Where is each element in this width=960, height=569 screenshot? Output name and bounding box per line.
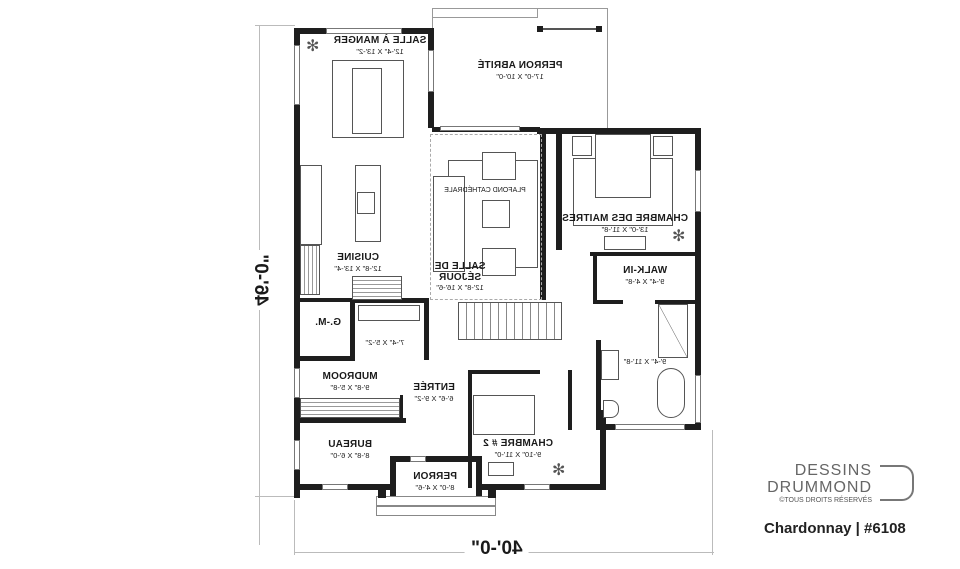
dining-table <box>352 68 382 134</box>
wall-pantry <box>300 356 355 361</box>
toilet <box>603 400 619 418</box>
wall-office-right <box>400 395 403 423</box>
wall-bath-left <box>596 340 601 430</box>
wall-master-left <box>556 134 562 250</box>
model-name: Chardonnay | #6108 <box>764 520 906 537</box>
master-bed <box>595 134 651 198</box>
room-label-laundry: 7'-4" X 5'-2" <box>365 338 405 347</box>
wall-walkin-left <box>593 252 597 300</box>
nightstand <box>572 136 592 156</box>
wall-master-top <box>537 128 701 134</box>
width-dimension-tick-right <box>712 430 713 555</box>
wall-bedroom2-top <box>468 370 540 374</box>
room-label-dining: SALLE À MANGER 12'-4" X 13'-2" <box>333 35 427 56</box>
wall-master-bottom <box>590 252 700 256</box>
window <box>294 45 300 105</box>
sofa <box>433 176 465 272</box>
washer-dryer <box>358 305 420 321</box>
wall-shower <box>655 300 700 304</box>
window <box>428 50 434 92</box>
window <box>294 440 300 470</box>
wall-laundry-left <box>350 298 355 360</box>
wall-walkin-bottom <box>593 300 623 304</box>
bedroom2-bed <box>473 395 535 435</box>
armchair <box>482 248 516 276</box>
room-label-living: SALLE DE SÉJOUR 12'-8" X 16'-6" <box>434 261 486 292</box>
porch-post <box>378 488 386 498</box>
brand-logo: DESSINS DRUMMOND ©TOUS DROITS RÉSERVÉS <box>767 462 872 504</box>
wall-left <box>294 28 300 498</box>
room-label-bath: 9'-4" X 11'-8" <box>623 357 667 366</box>
mudroom-bench <box>300 398 400 418</box>
kitchen-counter <box>300 165 322 245</box>
armchair <box>482 152 516 180</box>
room-label-walkin: WALK-IN 9'-4" X 4'-8" <box>622 265 668 286</box>
window <box>524 484 550 490</box>
plant-icon: ✻ <box>552 462 566 479</box>
window <box>322 484 348 490</box>
room-label-front-porch: PERRON 8'-0" X 4'-6" <box>413 471 457 492</box>
nightstand <box>653 136 673 156</box>
room-label-bedroom2: CHAMBRE # 2 9'-10" X 11'-0" <box>483 438 553 459</box>
porch-post <box>488 488 496 498</box>
wall-closet <box>568 370 572 430</box>
wall-laundry <box>350 298 428 303</box>
wall-bedroom2-right <box>600 410 606 490</box>
kitchen-sink <box>357 192 375 214</box>
room-label-master: CHAMBRE DES MAITRES 13'-0" X 11'-8" <box>561 213 689 234</box>
room-label-pantry: G.-M. <box>315 317 341 328</box>
porch-beam <box>543 28 596 30</box>
room-label-office: BUREAU 8'-8" X 6'-0" <box>328 439 372 460</box>
wall-bedroom2-left <box>468 370 472 488</box>
brand-logo-mark <box>880 465 914 501</box>
living-ceiling-outline <box>430 134 542 300</box>
front-door <box>410 456 426 462</box>
depth-dimension-tick-top <box>255 25 295 26</box>
porch-post <box>537 26 543 32</box>
plant-icon: ✻ <box>672 228 686 245</box>
window <box>615 424 685 430</box>
window <box>294 368 300 398</box>
window <box>695 170 701 212</box>
front-step <box>376 496 496 506</box>
plant-icon: ✻ <box>306 38 320 55</box>
wall-stair-top <box>540 134 546 300</box>
ceiling-annotation: PLAFOND CATHÉDRALE <box>444 187 526 194</box>
wall-right <box>695 128 701 430</box>
shower <box>658 304 688 358</box>
dresser <box>604 236 646 250</box>
window <box>326 28 402 34</box>
desk <box>488 462 514 476</box>
width-dimension-label: 40'-0" <box>465 538 529 560</box>
room-label-kitchen: CUISINE 12'-8" X 13'-4" <box>334 252 382 273</box>
front-step <box>376 506 496 516</box>
width-dimension-tick-left <box>294 500 295 555</box>
covered-porch-step <box>432 8 538 18</box>
room-label-covered-porch: PERRON ABRITÉ 17'-0" X 10'-0" <box>477 60 563 81</box>
patio-door <box>440 126 520 131</box>
porch-post <box>596 26 602 32</box>
wall-kitchen-bottom <box>300 298 360 302</box>
stairs <box>458 302 562 340</box>
depth-dimension-label: 46'-0" <box>238 250 282 310</box>
fridge <box>300 245 320 295</box>
depth-dimension-tick-bottom <box>255 496 295 497</box>
wall-mudroom-bench <box>300 418 406 423</box>
room-label-entry: ENTRÉE 6'-6" X 9'-2" <box>413 382 455 403</box>
bench <box>352 276 402 300</box>
bathtub <box>657 368 685 418</box>
vanity <box>601 350 619 380</box>
coffee-table <box>482 200 510 228</box>
window <box>695 375 701 423</box>
wall-laundry-right <box>424 298 429 360</box>
room-label-mudroom: MUDROOM 9'-8" X 5'-8" <box>322 371 378 392</box>
